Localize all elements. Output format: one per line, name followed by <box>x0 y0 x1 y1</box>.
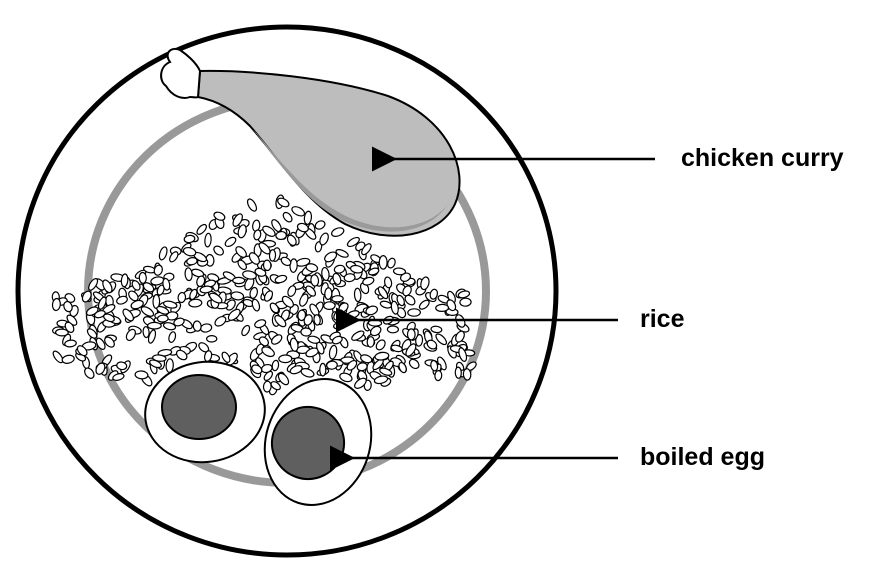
rice-grain <box>460 298 472 307</box>
rice-grain <box>135 370 148 379</box>
rice-grain <box>408 309 421 317</box>
rice-grain <box>387 326 398 333</box>
rice-grain <box>324 302 336 310</box>
rice-grain <box>148 322 162 329</box>
rice-grain <box>463 368 471 380</box>
rice-grain <box>435 370 442 380</box>
rice-grain <box>313 314 320 325</box>
egg-yolk-left <box>162 375 236 439</box>
rice-grain <box>233 277 245 283</box>
rice-grain <box>379 256 387 270</box>
rice-grain <box>301 328 312 336</box>
rice-grain <box>193 321 202 332</box>
label-rice: rice <box>640 307 684 332</box>
rice-grain <box>263 381 271 392</box>
rice-grain <box>436 304 449 311</box>
rice-grain <box>332 296 344 303</box>
rice-grain <box>207 336 217 343</box>
rice-grain <box>367 337 375 348</box>
rice-grain <box>326 361 337 370</box>
rice-grain <box>320 363 326 376</box>
rice-grain <box>157 315 168 323</box>
rice-grain <box>325 288 333 300</box>
rice-grain <box>393 268 406 276</box>
rice-grain <box>139 272 147 283</box>
rice-grain <box>279 355 292 363</box>
rice-grain <box>354 288 361 302</box>
label-chicken-curry: chicken curry <box>681 146 844 171</box>
rice-grain <box>455 367 461 378</box>
rice-grain <box>407 329 415 340</box>
label-boiled-egg: boiled egg <box>640 445 765 470</box>
rice-grain <box>263 260 271 271</box>
